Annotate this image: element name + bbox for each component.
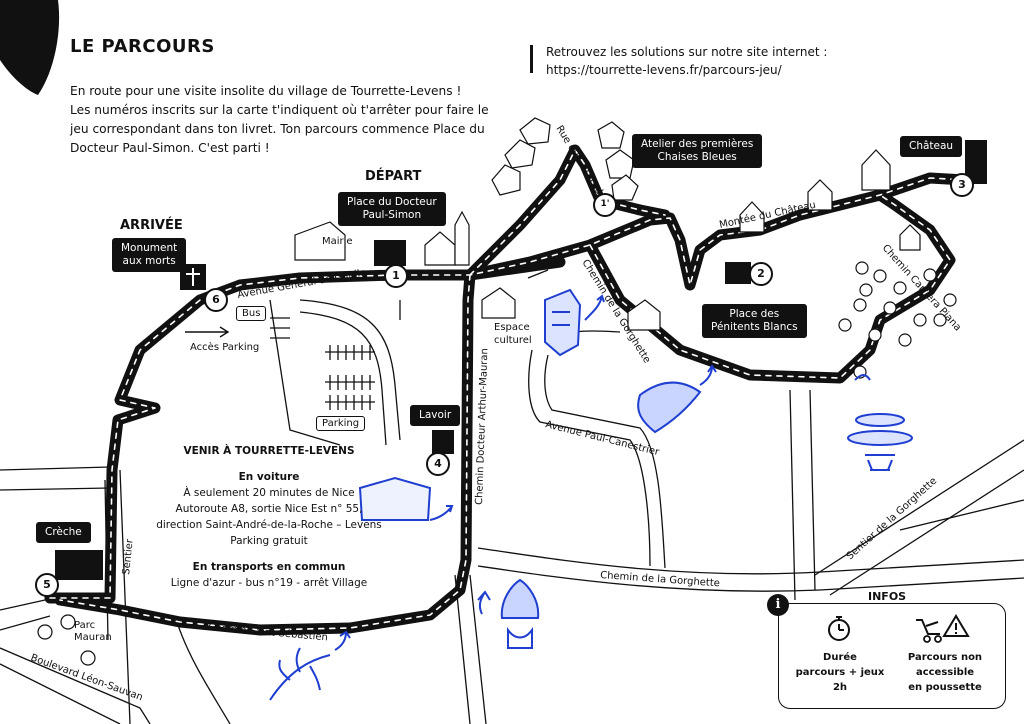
stop-1-prime[interactable]: 1' [593,193,617,217]
street-canestrier: Avenue Paul-Canestrier [544,419,661,458]
place-culturel: culturel [494,335,532,346]
transit-line: Ligne d'azur - bus n°19 - arrêt Village [170,577,368,589]
solutions-note: Retrouvez les solutions sur notre site i… [546,43,827,79]
directions-title: VENIR À TOURRETTE-LEVENS [183,445,355,457]
place-bus: Bus [236,306,267,321]
place-sentier: Sentier [121,538,136,576]
place-espace: Espace [494,322,530,333]
stopwatch-icon [828,616,850,641]
stop-3[interactable]: 3 [950,173,974,197]
intro-line: Les numéros inscrits sur la carte t'indi… [70,103,489,117]
infos-box [778,603,1006,709]
depart-label: DÉPART [365,169,422,184]
infos-title: INFOS [868,590,907,603]
solutions-url[interactable]: https://tourrette-levens.fr/parcours-jeu… [546,63,782,77]
car-line: À seulement 20 minutes de Nice [183,487,355,499]
intro-line: Docteur Paul-Simon. C'est parti ! [70,141,270,155]
car-line: Parking gratuit [230,535,308,547]
directions-panel: VENIR À TOURRETTE-LEVENS En voiture À se… [152,443,386,591]
arrivee-label: ARRIVÉE [120,218,183,233]
place-mairie: Mairie [322,236,353,247]
stop-5[interactable]: 5 [35,573,59,597]
accessibility-info: Parcours non accessible en poussette [907,652,983,693]
solutions-marker [530,45,533,73]
info-icon: i [767,594,789,616]
car-line: Autoroute A8, sortie Nice Est n° 55, [175,503,363,515]
intro-line: En route pour une visite insolite du vil… [70,84,462,98]
solutions-text: Retrouvez les solutions sur notre site i… [546,45,828,59]
car-line: direction Saint-André-de-la-Roche – Leve… [156,519,382,531]
label-creche: Crèche [36,522,91,543]
stop-1[interactable]: 1 [384,264,408,288]
label-chateau: Château [900,136,963,157]
transit-title: En transports en commun [192,561,346,573]
label-monument: Monument aux morts [112,238,187,272]
street-sentier-gorghette: Sentier de la Gorghette [845,476,940,563]
place-parking: Parking [316,416,366,431]
stop-2[interactable]: 2 [749,262,773,286]
place-acces-parking: Accès Parking [190,342,260,353]
corner-blob [0,0,60,95]
car-title: En voiture [238,471,300,483]
intro-text: En route pour une visite insolite du vil… [70,82,490,158]
label-atelier: Atelier des premières Chaises Bleues [632,134,763,168]
label-lavoir: Lavoir [410,405,461,426]
place-parc: Parc [74,620,96,631]
label-penitents: Place des Pénitents Blancs [702,304,807,338]
duration-info: Durée parcours + jeux 2h [795,652,885,693]
place-mauran: Mauran [74,632,112,643]
intro-line: jeu correspondant dans ton livret. Ton p… [70,122,485,136]
stroller-warning-icon [916,614,970,643]
label-place-docteur: Place du Docteur Paul-Simon [338,192,446,226]
page-title: LE PARCOURS [70,36,215,57]
stop-4[interactable]: 4 [426,452,450,476]
street-arthur: Chemin Docteur Arthur-Mauran [474,348,490,505]
stop-6[interactable]: 6 [204,288,228,312]
